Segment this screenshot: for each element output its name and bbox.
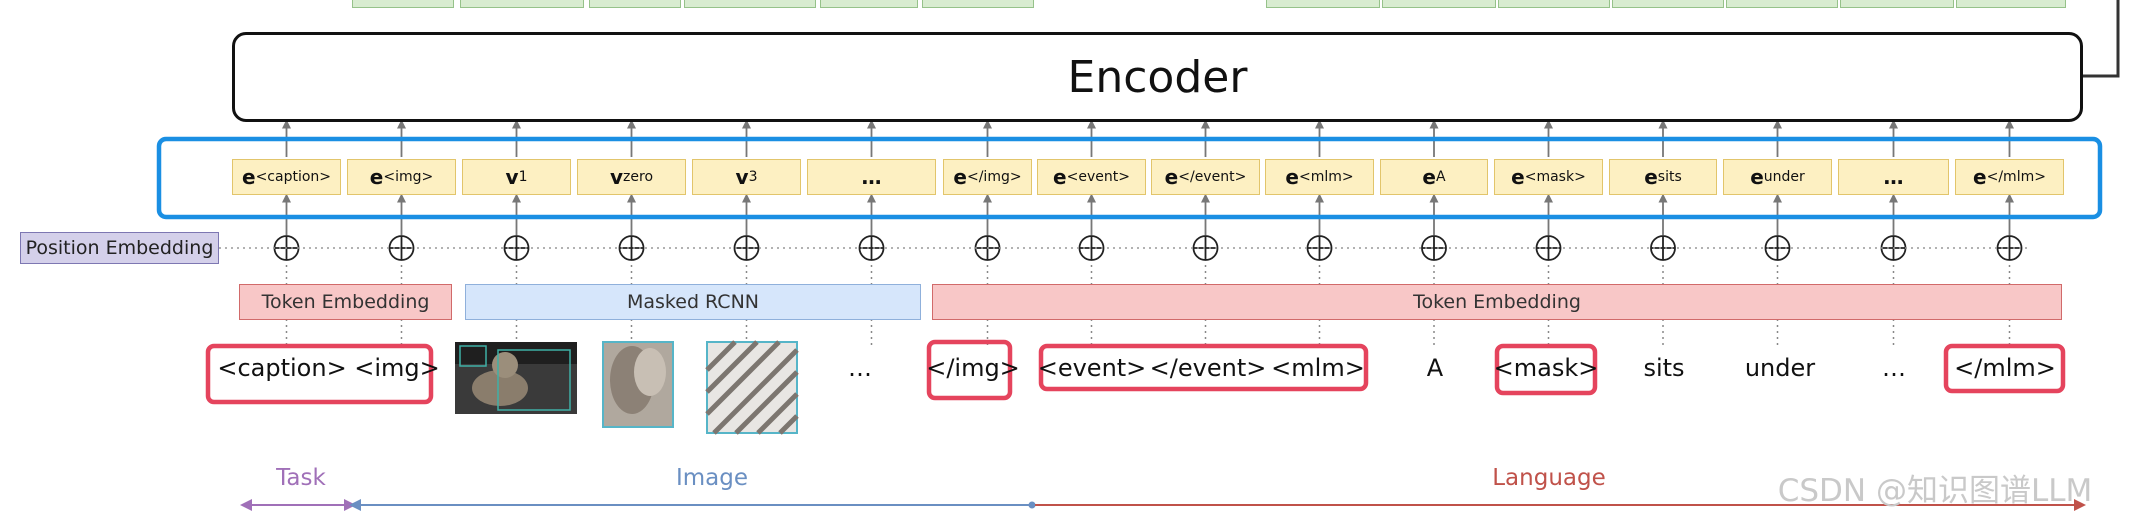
top-strip (589, 0, 681, 8)
embedding-symbol: e (953, 165, 967, 189)
embedding-subscript: </event> (1178, 169, 1247, 185)
embedding-subscript: <mlm> (1298, 169, 1354, 185)
token-mlm: <mlm> (1271, 354, 1365, 382)
token-ellipsis-image: … (848, 354, 872, 382)
token-a: A (1426, 354, 1444, 382)
top-strip (922, 0, 1034, 8)
embedding-symbol: e (1750, 165, 1764, 189)
embedding-symbol: v (609, 165, 624, 189)
embedding-symbol: e (1973, 165, 1987, 189)
embedding-subscript: <event> (1066, 169, 1130, 185)
encoder-output-line (2083, 0, 2120, 78)
embedding-box: e<mlm> (1265, 159, 1374, 195)
token-img-close: </img> (926, 354, 1020, 382)
top-strip (352, 0, 454, 8)
embedding-symbol: e (1164, 165, 1179, 189)
embedding-box: e<event> (1037, 159, 1146, 195)
embedding-box: e</mlm> (1955, 159, 2064, 195)
top-strip (1956, 0, 2066, 8)
embedding-subscript: </img> (966, 169, 1022, 185)
token-embedding-left: Token Embedding (239, 284, 452, 320)
embedding-subscript: sits (1657, 169, 1682, 185)
embedding-symbol: e (1053, 165, 1067, 189)
embedding-box: e</img> (943, 159, 1032, 195)
embedding-symbol: e (1644, 165, 1658, 189)
token-event-close: </event> (1149, 354, 1267, 382)
column-connectors (273, 193, 2023, 345)
highlight-mlm-close (1943, 343, 2066, 394)
embedding-subscript: </mlm> (1986, 169, 2046, 185)
top-strip (1266, 0, 1380, 8)
token-sits: sits (1643, 354, 1685, 382)
image-thumbnail-1 (455, 342, 577, 414)
top-strip (1726, 0, 1838, 8)
segment-image-label: Image (675, 465, 749, 491)
position-embedding-label: Position Embedding (20, 232, 219, 264)
token-under: under (1744, 354, 1816, 382)
top-strip (1612, 0, 1724, 8)
token-mlm-close: </mlm> (1954, 354, 2056, 382)
embedding-subscript: under (1763, 169, 1805, 185)
embedding-subscript: <caption> (255, 169, 332, 185)
embedding-symbol: v (735, 165, 749, 189)
top-strip (1498, 0, 1610, 8)
watermark: CSDN @知识图谱LLM (1777, 472, 2093, 509)
masked-rcnn-bar: Masked RCNN (465, 284, 921, 320)
embedding-subscript: 1 (518, 169, 528, 185)
embedding-subscript: 3 (748, 169, 758, 185)
embedding-symbol: e (1511, 165, 1525, 189)
embedding-box: … (807, 159, 936, 195)
encoder-block: Encoder (232, 32, 2083, 122)
top-strip (1382, 0, 1496, 8)
top-strip (684, 0, 816, 8)
embedding-box: … (1838, 159, 1949, 195)
embedding-box: e<img> (347, 159, 456, 195)
highlight-event-mlm (1038, 343, 1369, 392)
embedding-symbol: e (1422, 165, 1436, 189)
highlight-img-close (926, 339, 1013, 401)
embedding-box: e<caption> (232, 159, 341, 195)
embedding-symbol: e (369, 165, 384, 189)
embedding-symbol: e (1285, 165, 1299, 189)
embedding-symbol: … (1883, 165, 1904, 189)
segment-task-label: Task (276, 465, 326, 491)
top-strip (1840, 0, 1954, 8)
highlight-mask (1494, 343, 1598, 396)
embedding-symbol: e (241, 165, 256, 189)
embedding-subscript: <mask> (1524, 169, 1586, 185)
token-event: <event> (1037, 354, 1147, 382)
token-img: <img> (354, 354, 440, 382)
embedding-symbol: v (505, 165, 519, 189)
token-caption: <caption> (217, 354, 347, 382)
embedding-box: e<mask> (1494, 159, 1603, 195)
segment-language-label: Language (1492, 465, 1606, 491)
embedding-highlight-box (156, 136, 2103, 220)
token-mask: <mask> (1493, 354, 1599, 382)
input-highlight-boxes (205, 339, 2066, 405)
highlight-caption-img (205, 343, 434, 405)
image-thumbnail-2 (602, 341, 674, 428)
image-thumbnail-3 (705, 340, 799, 435)
embedding-box: e</event> (1151, 159, 1260, 195)
token-embedding-right: Token Embedding (932, 284, 2062, 320)
embedding-subscript: <img> (383, 169, 434, 185)
embedding-symbol: … (861, 165, 882, 189)
top-strip (820, 0, 918, 8)
embedding-subscript: A (1436, 169, 1446, 185)
token-ellipsis-language: … (1882, 354, 1906, 382)
top-strip (460, 0, 584, 8)
embedding-subscript: zero (623, 169, 654, 185)
